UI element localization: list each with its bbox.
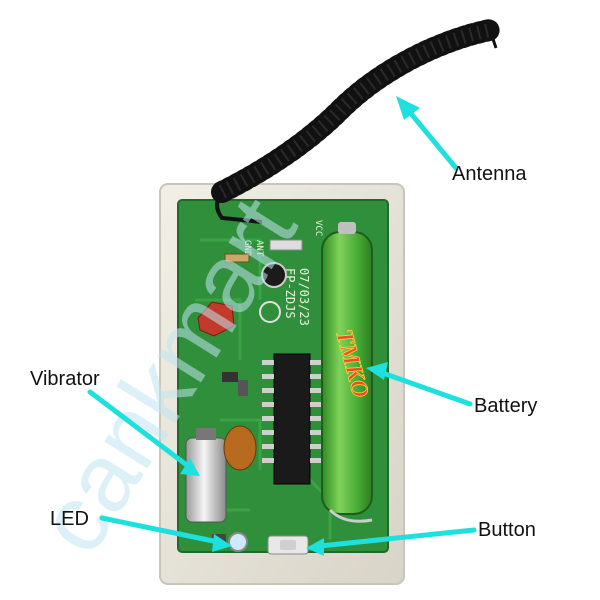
battery: TMKO xyxy=(321,222,374,523)
coil-inductor xyxy=(197,301,235,337)
pcb-vcc-label: VCC xyxy=(313,220,323,236)
pcb-model-label: FP-ZDJS xyxy=(283,268,297,319)
button-label: Button xyxy=(478,519,536,541)
antenna-arrow xyxy=(396,96,459,171)
button-arrow xyxy=(306,527,477,556)
led-arrow xyxy=(99,515,232,552)
capacitor xyxy=(261,262,287,288)
pcb-ant-label: ANT xyxy=(254,240,264,257)
vibrator-arrow xyxy=(87,389,200,476)
battery-label: Battery xyxy=(474,395,538,417)
antenna-label: Antenna xyxy=(452,163,527,185)
pcb-gnd-label: GND xyxy=(242,240,252,256)
battery-arrow xyxy=(366,362,473,407)
vibrator-label: Vibrator xyxy=(30,368,100,390)
pcb-date-label: 07/03/23 xyxy=(297,268,311,326)
callout-arrows xyxy=(87,96,477,556)
ic-chip xyxy=(262,353,322,485)
vibrator-motor xyxy=(185,425,257,523)
led-label: LED xyxy=(50,508,89,530)
antenna-coil xyxy=(211,19,501,224)
push-button xyxy=(267,535,309,555)
